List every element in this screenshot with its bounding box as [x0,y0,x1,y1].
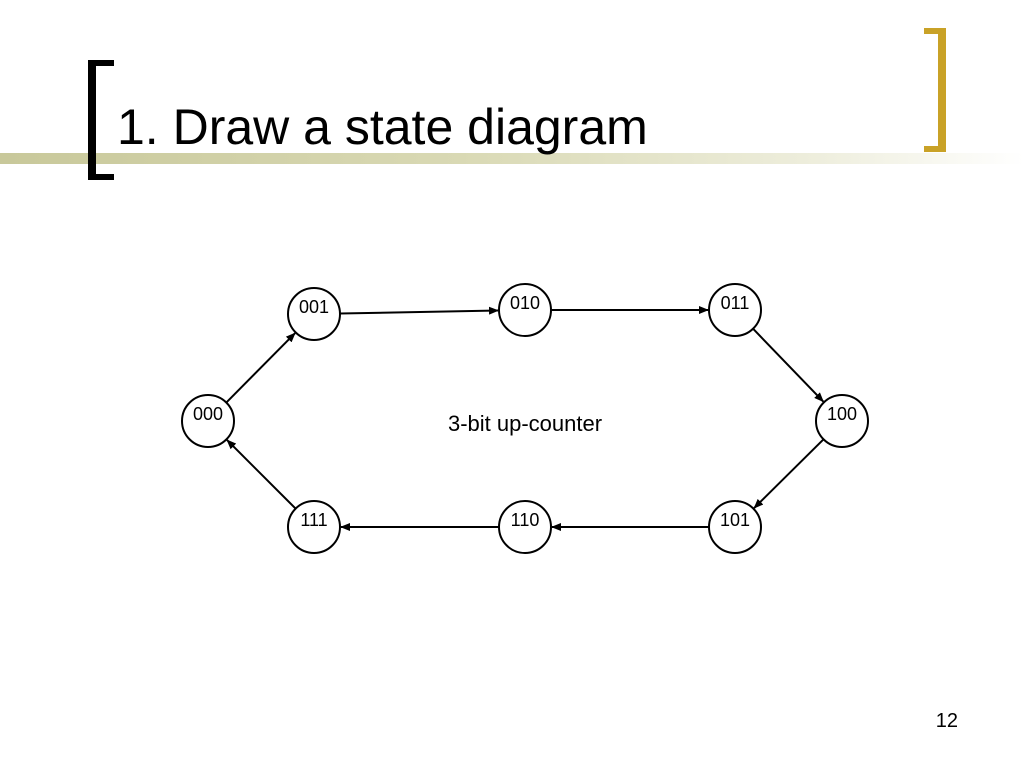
state-node-110: 110 [498,500,552,554]
state-label: 011 [721,293,750,313]
state-node-111: 111 [287,500,341,554]
state-node-100: 100 [815,394,869,448]
slide-title: 1. Draw a state diagram [117,99,648,155]
state-label: 110 [511,510,540,530]
diagram-center-label: 3-bit up-counter [448,411,602,436]
state-label: 101 [720,510,750,530]
transition-arrows [225,306,825,531]
state-node-101: 101 [708,500,762,554]
transition-arrow-000-to-001 [225,332,296,404]
state-circle [498,500,552,554]
state-label: 010 [510,293,540,313]
state-label: 001 [299,297,329,317]
state-node-001: 001 [287,287,341,341]
state-circle [287,287,341,341]
left-bracket-decoration [88,60,114,180]
state-circle [287,500,341,554]
transition-arrow-100-to-101 [753,438,825,509]
right-bracket-decoration [924,28,946,152]
transition-arrow-111-to-000 [226,439,297,510]
state-circle [815,394,869,448]
state-circle [498,283,552,337]
state-node-000: 000 [181,394,235,448]
title-underline-bar [0,153,1024,164]
state-node-011: 011 [708,283,762,337]
state-label: 100 [827,404,857,424]
state-label: 000 [193,404,223,424]
state-circle [708,500,762,554]
state-label: 111 [300,510,327,530]
state-circle [708,283,762,337]
page-number: 12 [935,710,958,732]
state-node-010: 010 [498,283,552,337]
state-circle [181,394,235,448]
state-nodes: 000 001 010 011 100 101 110 111 [181,283,869,554]
transition-arrow-001-to-010 [339,306,500,315]
transition-arrow-011-to-100 [752,328,824,403]
